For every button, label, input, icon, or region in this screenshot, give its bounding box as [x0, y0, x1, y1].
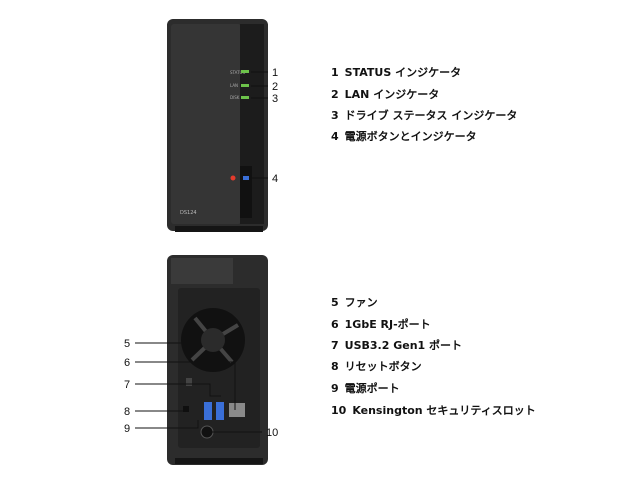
back-callout-lines — [135, 342, 262, 433]
legend-item-8: 8 リセットボタン — [331, 358, 422, 374]
front-callout-lines — [251, 71, 268, 179]
callout-8: 8 — [124, 406, 130, 418]
legend-num: 3 — [331, 109, 339, 122]
power-port — [200, 425, 214, 439]
legend-text: USB3.2 Gen1 ポート — [344, 339, 463, 352]
callout-2: 2 — [272, 81, 278, 93]
legend-item-6: 6 1GbE RJ-ポート — [331, 316, 431, 332]
legend-num: 2 — [331, 88, 339, 101]
fan-hub — [201, 328, 225, 352]
legend-item-10: 10 Kensington セキュリティスロット — [331, 402, 536, 418]
legend-num: 7 — [331, 339, 339, 352]
callout-3: 3 — [272, 93, 278, 105]
callout-7: 7 — [124, 379, 130, 391]
legend-num: 1 — [331, 66, 339, 79]
legend-text: 1GbE RJ-ポート — [344, 318, 431, 331]
legend-text: ファン — [344, 296, 378, 309]
led-label-status: STATUS — [230, 70, 245, 75]
nas-front-view: STATUS LAN DISK DS124 — [167, 19, 268, 232]
power-button — [243, 176, 249, 180]
legend-text: ドライブ ステータス インジケータ — [344, 109, 518, 122]
legend-num: 6 — [331, 318, 339, 331]
front-base — [175, 226, 263, 232]
legend-item-9: 9 電源ポート — [331, 380, 400, 396]
callout-9: 9 — [124, 423, 130, 435]
callout-1: 1 — [272, 67, 278, 79]
legend-item-3: 3 ドライブ ステータス インジケータ — [331, 107, 517, 123]
back-base — [175, 458, 263, 464]
usb-port-2 — [216, 402, 224, 420]
reset-button — [183, 406, 189, 412]
legend-item-2: 2 LAN インジケータ — [331, 86, 439, 102]
legend-text: Kensington セキュリティスロット — [352, 404, 536, 417]
disk-led — [241, 96, 249, 99]
kensington-slot-mark — [186, 378, 192, 386]
legend-text: リセットボタン — [344, 360, 422, 373]
lan-led — [241, 84, 249, 87]
legend-item-1: 1 STATUS インジケータ — [331, 64, 461, 80]
power-indicator — [230, 175, 236, 181]
legend-item-4: 4 電源ボタンとインジケータ — [331, 128, 477, 144]
callout-10: 10 — [266, 427, 278, 439]
callout-6: 6 — [124, 357, 130, 369]
rj45-port — [229, 403, 245, 417]
legend-item-7: 7 USB3.2 Gen1 ポート — [331, 337, 462, 353]
legend-num: 10 — [331, 404, 347, 417]
legend-text: 電源ポート — [344, 382, 400, 395]
power-button-recess — [240, 166, 252, 218]
legend-text: LAN インジケータ — [344, 88, 440, 101]
callout-4: 4 — [272, 173, 278, 185]
legend-num: 9 — [331, 382, 339, 395]
usb-port-1 — [204, 402, 212, 420]
legend-text: 電源ボタンとインジケータ — [344, 130, 477, 143]
led-label-disk: DISK — [230, 95, 240, 100]
status-led — [241, 70, 249, 73]
legend-text: STATUS インジケータ — [344, 66, 462, 79]
led-label-lan: LAN — [230, 83, 238, 88]
nas-back-view — [167, 255, 268, 465]
back-top-panel — [171, 258, 233, 284]
legend-num: 4 — [331, 130, 339, 143]
callout-5: 5 — [124, 338, 130, 350]
legend-item-5: 5 ファン — [331, 294, 378, 310]
model-label: DS124 — [180, 210, 197, 216]
legend-num: 8 — [331, 360, 339, 373]
legend-num: 5 — [331, 296, 339, 309]
front-panel — [171, 24, 241, 224]
